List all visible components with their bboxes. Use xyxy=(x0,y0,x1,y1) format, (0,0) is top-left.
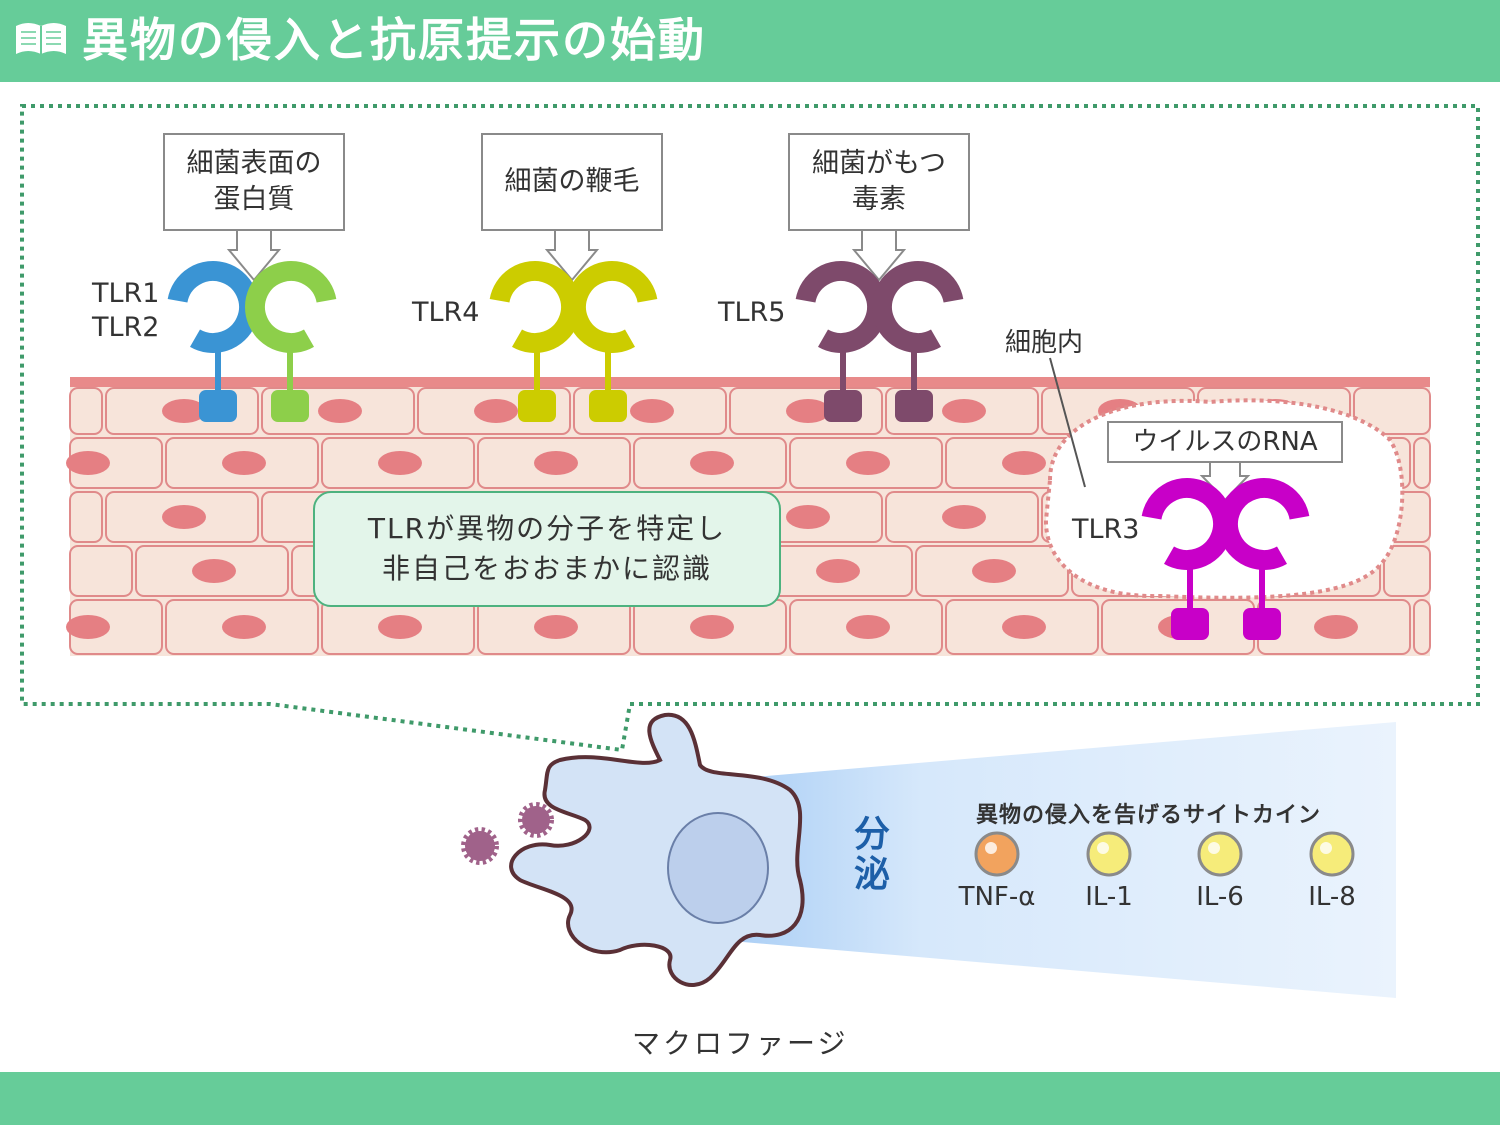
tissue-cell xyxy=(1353,387,1431,435)
cell-membrane xyxy=(70,377,1430,387)
receptor-cup xyxy=(245,261,337,353)
cell-nucleus xyxy=(690,615,734,639)
receptor-cup xyxy=(489,261,581,353)
intracellular-pointer xyxy=(1049,357,1086,488)
cell-nucleus xyxy=(534,451,578,475)
receptor-anchor xyxy=(1171,608,1209,640)
cytokine-circle xyxy=(1197,831,1243,877)
receptor-cup xyxy=(872,261,964,353)
cell-nucleus xyxy=(846,615,890,639)
pathogen-particles xyxy=(461,802,554,865)
macrophage-nucleus xyxy=(667,812,769,924)
cell-nucleus xyxy=(942,505,986,529)
receptor-unit xyxy=(1218,478,1310,640)
cytokine-name-il1: IL-1 xyxy=(1085,882,1133,912)
cytokine-circle xyxy=(1309,831,1355,877)
receptor-anchor xyxy=(518,390,556,422)
header-bar: 異物の侵入と抗原提示の始動 xyxy=(0,0,1500,82)
receptor-unit xyxy=(167,261,259,422)
callout-tlr12: 細菌表面の 蛋白質 xyxy=(163,133,345,231)
label-tlr3: TLR3 xyxy=(1072,514,1140,545)
cell-nucleus xyxy=(66,451,110,475)
cell-nucleus xyxy=(222,615,266,639)
label-tlr4: TLR4 xyxy=(412,297,480,328)
cytokine-highlight xyxy=(985,842,997,854)
tissue-cell xyxy=(69,387,103,435)
cell-nucleus xyxy=(942,399,986,423)
receptor-anchor xyxy=(271,390,309,422)
cytokine-molecules xyxy=(974,831,1355,877)
receptor-anchor xyxy=(895,390,933,422)
cell-nucleus xyxy=(222,451,266,475)
cytokine-highlight xyxy=(1320,842,1332,854)
cell-nucleus xyxy=(786,399,830,423)
cell-nucleus xyxy=(972,559,1016,583)
label-tlr5: TLR5 xyxy=(718,297,786,328)
secretion-label: 分 泌 xyxy=(853,814,890,895)
cytokine-highlight xyxy=(1208,842,1220,854)
cell-nucleus xyxy=(786,505,830,529)
footer-bar xyxy=(0,1072,1500,1125)
cytokine-highlight xyxy=(1097,842,1109,854)
cytokine-circle xyxy=(974,831,1020,877)
cell-nucleus xyxy=(1002,615,1046,639)
cell-nucleus xyxy=(378,451,422,475)
cell-nucleus xyxy=(846,451,890,475)
receptor-unit xyxy=(245,261,337,422)
receptor-unit xyxy=(489,261,581,422)
callout-tlr5: 細菌がもつ 毒素 xyxy=(788,133,970,231)
zoom-frame xyxy=(20,104,1480,753)
receptor-unit xyxy=(566,261,658,422)
callout-arrow-tlr5 xyxy=(851,230,907,282)
tissue-cell xyxy=(69,545,133,597)
cell-nucleus xyxy=(66,615,110,639)
receptor-unit xyxy=(1141,478,1233,640)
cell-nucleus xyxy=(474,399,518,423)
receptor-cup xyxy=(795,261,887,353)
cytokine-name-il6: IL-6 xyxy=(1196,882,1244,912)
cell-nucleus xyxy=(378,615,422,639)
toll-like-receptors xyxy=(167,261,1310,640)
cell-nucleus xyxy=(816,559,860,583)
cell-nucleus xyxy=(534,615,578,639)
receptor-unit xyxy=(795,261,887,422)
cytokine-title: 異物の侵入を告げるサイトカイン xyxy=(976,803,1322,828)
receptor-unit xyxy=(872,261,964,422)
macrophage-label: マクロファージ xyxy=(632,1027,849,1060)
cytokine-name-il8: IL-8 xyxy=(1308,882,1356,912)
intracellular-label: 細胞内 xyxy=(1005,328,1084,358)
receptor-anchor xyxy=(199,390,237,422)
cytokine-name-tnf: TNF-α xyxy=(958,882,1036,912)
receptor-cup xyxy=(167,261,259,353)
cell-nucleus xyxy=(1314,615,1358,639)
callout-tlr3: ウイルスのRNA xyxy=(1107,421,1343,463)
tissue-cell xyxy=(69,491,103,543)
summary-note: TLRが異物の分子を特定し 非自己をおおまかに認識 xyxy=(313,491,781,607)
receptor-anchor xyxy=(824,390,862,422)
secretion-beam xyxy=(720,722,1396,998)
receptor-cup xyxy=(1141,478,1233,570)
page-title: 異物の侵入と抗原提示の始動 xyxy=(82,13,706,67)
cell-nucleus xyxy=(318,399,362,423)
cell-nucleus xyxy=(690,451,734,475)
tissue-cell xyxy=(1413,599,1431,655)
tissue-cell xyxy=(1413,437,1431,489)
book-icon xyxy=(16,23,66,54)
cell-nucleus xyxy=(162,505,206,529)
callout-tlr4: 細菌の鞭毛 xyxy=(481,133,663,231)
tissue-cell xyxy=(1383,545,1431,597)
cytokine-circle xyxy=(1086,831,1132,877)
receptor-cup xyxy=(1218,478,1310,570)
cell-nucleus xyxy=(1002,451,1046,475)
receptor-anchor xyxy=(589,390,627,422)
receptor-cup xyxy=(566,261,658,353)
label-tlr12: TLR1 TLR2 xyxy=(92,278,160,343)
receptor-anchor xyxy=(1243,608,1281,640)
macrophage xyxy=(509,712,805,987)
cell-nucleus xyxy=(192,559,236,583)
cell-nucleus xyxy=(630,399,674,423)
cell-nucleus xyxy=(162,399,206,423)
